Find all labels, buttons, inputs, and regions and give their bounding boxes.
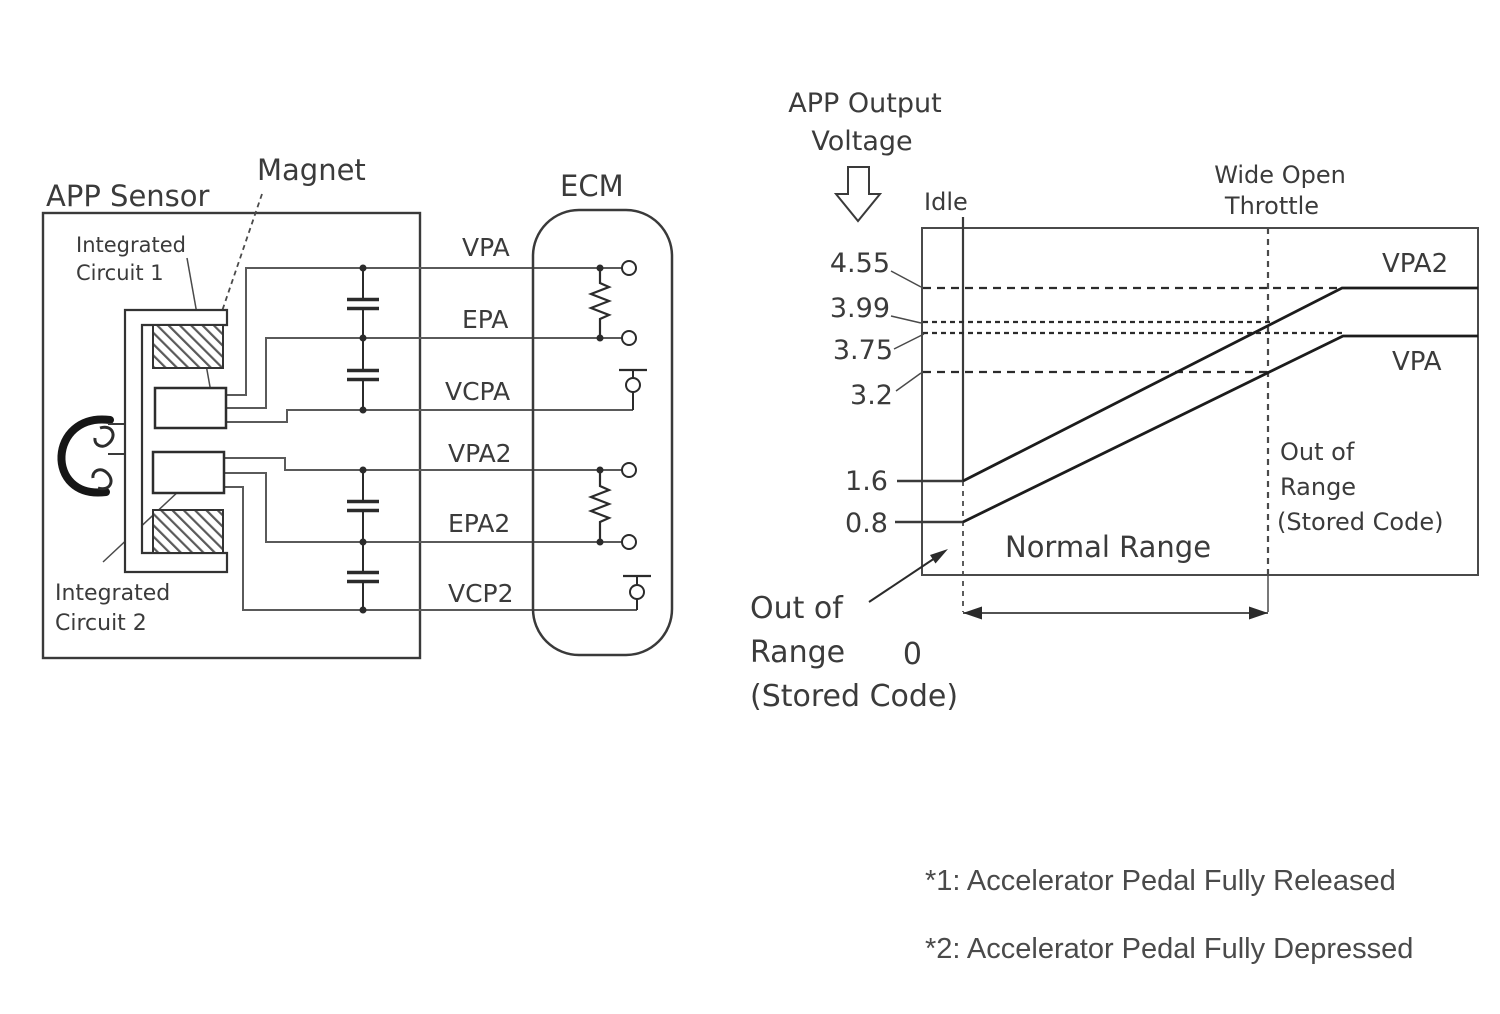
- wire-label-epa: EPA: [462, 305, 508, 334]
- leader-3-2: [895, 372, 922, 392]
- oor-left-line1: Out of: [750, 591, 844, 626]
- graph-border: [921, 227, 1479, 576]
- oor-left-arrow: [868, 549, 948, 603]
- terminal-vcpa: [619, 368, 647, 410]
- capacitor-2: [347, 338, 379, 410]
- resistor-2: [587, 470, 613, 542]
- app-sensor-title: APP Sensor: [46, 179, 210, 213]
- wire-label-vcpa: VCPA: [445, 377, 510, 406]
- wire-vcpa: [226, 409, 633, 423]
- wire-epa: [226, 337, 622, 409]
- wot-label-line1: Wide Open: [1214, 161, 1346, 189]
- wire-label-vpa: VPA: [462, 233, 510, 262]
- ic2-label-line1: Integrated: [55, 581, 170, 606]
- footnote-2: *2: Accelerator Pedal Fully Depressed: [925, 933, 1413, 965]
- normal-range-arrow: [963, 606, 1268, 620]
- normal-range-label: Normal Range: [1005, 530, 1211, 564]
- graph-title-line1: APP Output: [788, 88, 941, 119]
- footnote-1: *1: Accelerator Pedal Fully Released: [925, 865, 1396, 897]
- tick-label-3-75: 3.75: [833, 335, 893, 366]
- vpa-series-label: VPA: [1392, 347, 1442, 377]
- tick-label-1-6: 1.6: [845, 466, 888, 497]
- tick-label-3-99: 3.99: [830, 293, 890, 324]
- wire-vpa: [226, 267, 622, 396]
- ic2-rect: [151, 450, 226, 495]
- signal-wires: [224, 267, 637, 611]
- leader-3-99: [890, 315, 922, 324]
- capacitor-4: [347, 542, 379, 610]
- idle-label: Idle: [924, 188, 968, 216]
- ic2-label-line2: Circuit 2: [55, 611, 147, 636]
- oor-right-line3: (Stored Code): [1277, 508, 1443, 536]
- noise-capacitors: [347, 268, 379, 610]
- magnet-leader-line: [218, 193, 263, 321]
- wot-label-line2: Throttle: [1224, 192, 1319, 220]
- tick-label-0-8: 0.8: [845, 508, 888, 539]
- leader-4-55: [890, 270, 922, 288]
- down-arrow-icon: [833, 166, 883, 223]
- capacitor-1: [347, 268, 379, 338]
- magnet-label: Magnet: [257, 153, 366, 187]
- stator-yoke: [123, 308, 229, 574]
- wire-vcp2: [224, 486, 637, 611]
- oor-left-line3: (Stored Code): [750, 679, 958, 714]
- rotor-crescent: [57, 415, 125, 497]
- ic1-rect: [153, 386, 228, 430]
- oor-right-line1: Out of: [1280, 438, 1355, 466]
- ic1-label-line1: Integrated: [76, 233, 186, 257]
- oor-right-line2: Range: [1280, 473, 1356, 501]
- junction-dots: [359, 264, 604, 614]
- app-sensor-circuit: APP Sensor Magnet ECM Integrated Circuit…: [41, 153, 674, 660]
- ecm-box: [531, 208, 674, 657]
- wire-label-epa2: EPA2: [448, 509, 510, 538]
- voltage-graph: APP Output Voltage Idle Wide Open Thrott…: [750, 88, 1479, 714]
- footnotes: *1: Accelerator Pedal Fully Released *2:…: [925, 865, 1413, 965]
- wire-label-vcp2: VCP2: [448, 579, 514, 608]
- origin-label: 0: [903, 637, 922, 672]
- capacitor-3: [347, 470, 379, 542]
- tick-label-3-2: 3.2: [850, 380, 893, 411]
- leader-3-75: [893, 333, 925, 350]
- vpa-line: [962, 334, 1478, 524]
- terminal-vpa: [621, 260, 637, 276]
- resistor-1: [587, 268, 613, 338]
- vpa2-series-label: VPA2: [1382, 249, 1448, 279]
- magnet-bottom: [152, 509, 224, 554]
- terminal-vpa2: [621, 462, 637, 478]
- wire-epa2: [224, 472, 622, 543]
- wire-vpa2: [224, 457, 622, 471]
- vpa2-line: [962, 286, 1478, 483]
- terminal-vcp2: [623, 574, 651, 610]
- terminal-epa2: [621, 534, 637, 550]
- tick-label-4-55: 4.55: [830, 248, 890, 279]
- ic1-label-line2: Circuit 1: [76, 261, 164, 285]
- ecm-terminals: [619, 260, 651, 610]
- graph-title-line2: Voltage: [811, 126, 912, 157]
- app-sensor-box: [41, 211, 422, 660]
- terminal-epa: [621, 330, 637, 346]
- oor-left-line2: Range: [750, 635, 845, 670]
- ecm-label: ECM: [560, 169, 624, 203]
- magnet-top: [152, 324, 224, 369]
- wire-label-vpa2: VPA2: [448, 439, 512, 468]
